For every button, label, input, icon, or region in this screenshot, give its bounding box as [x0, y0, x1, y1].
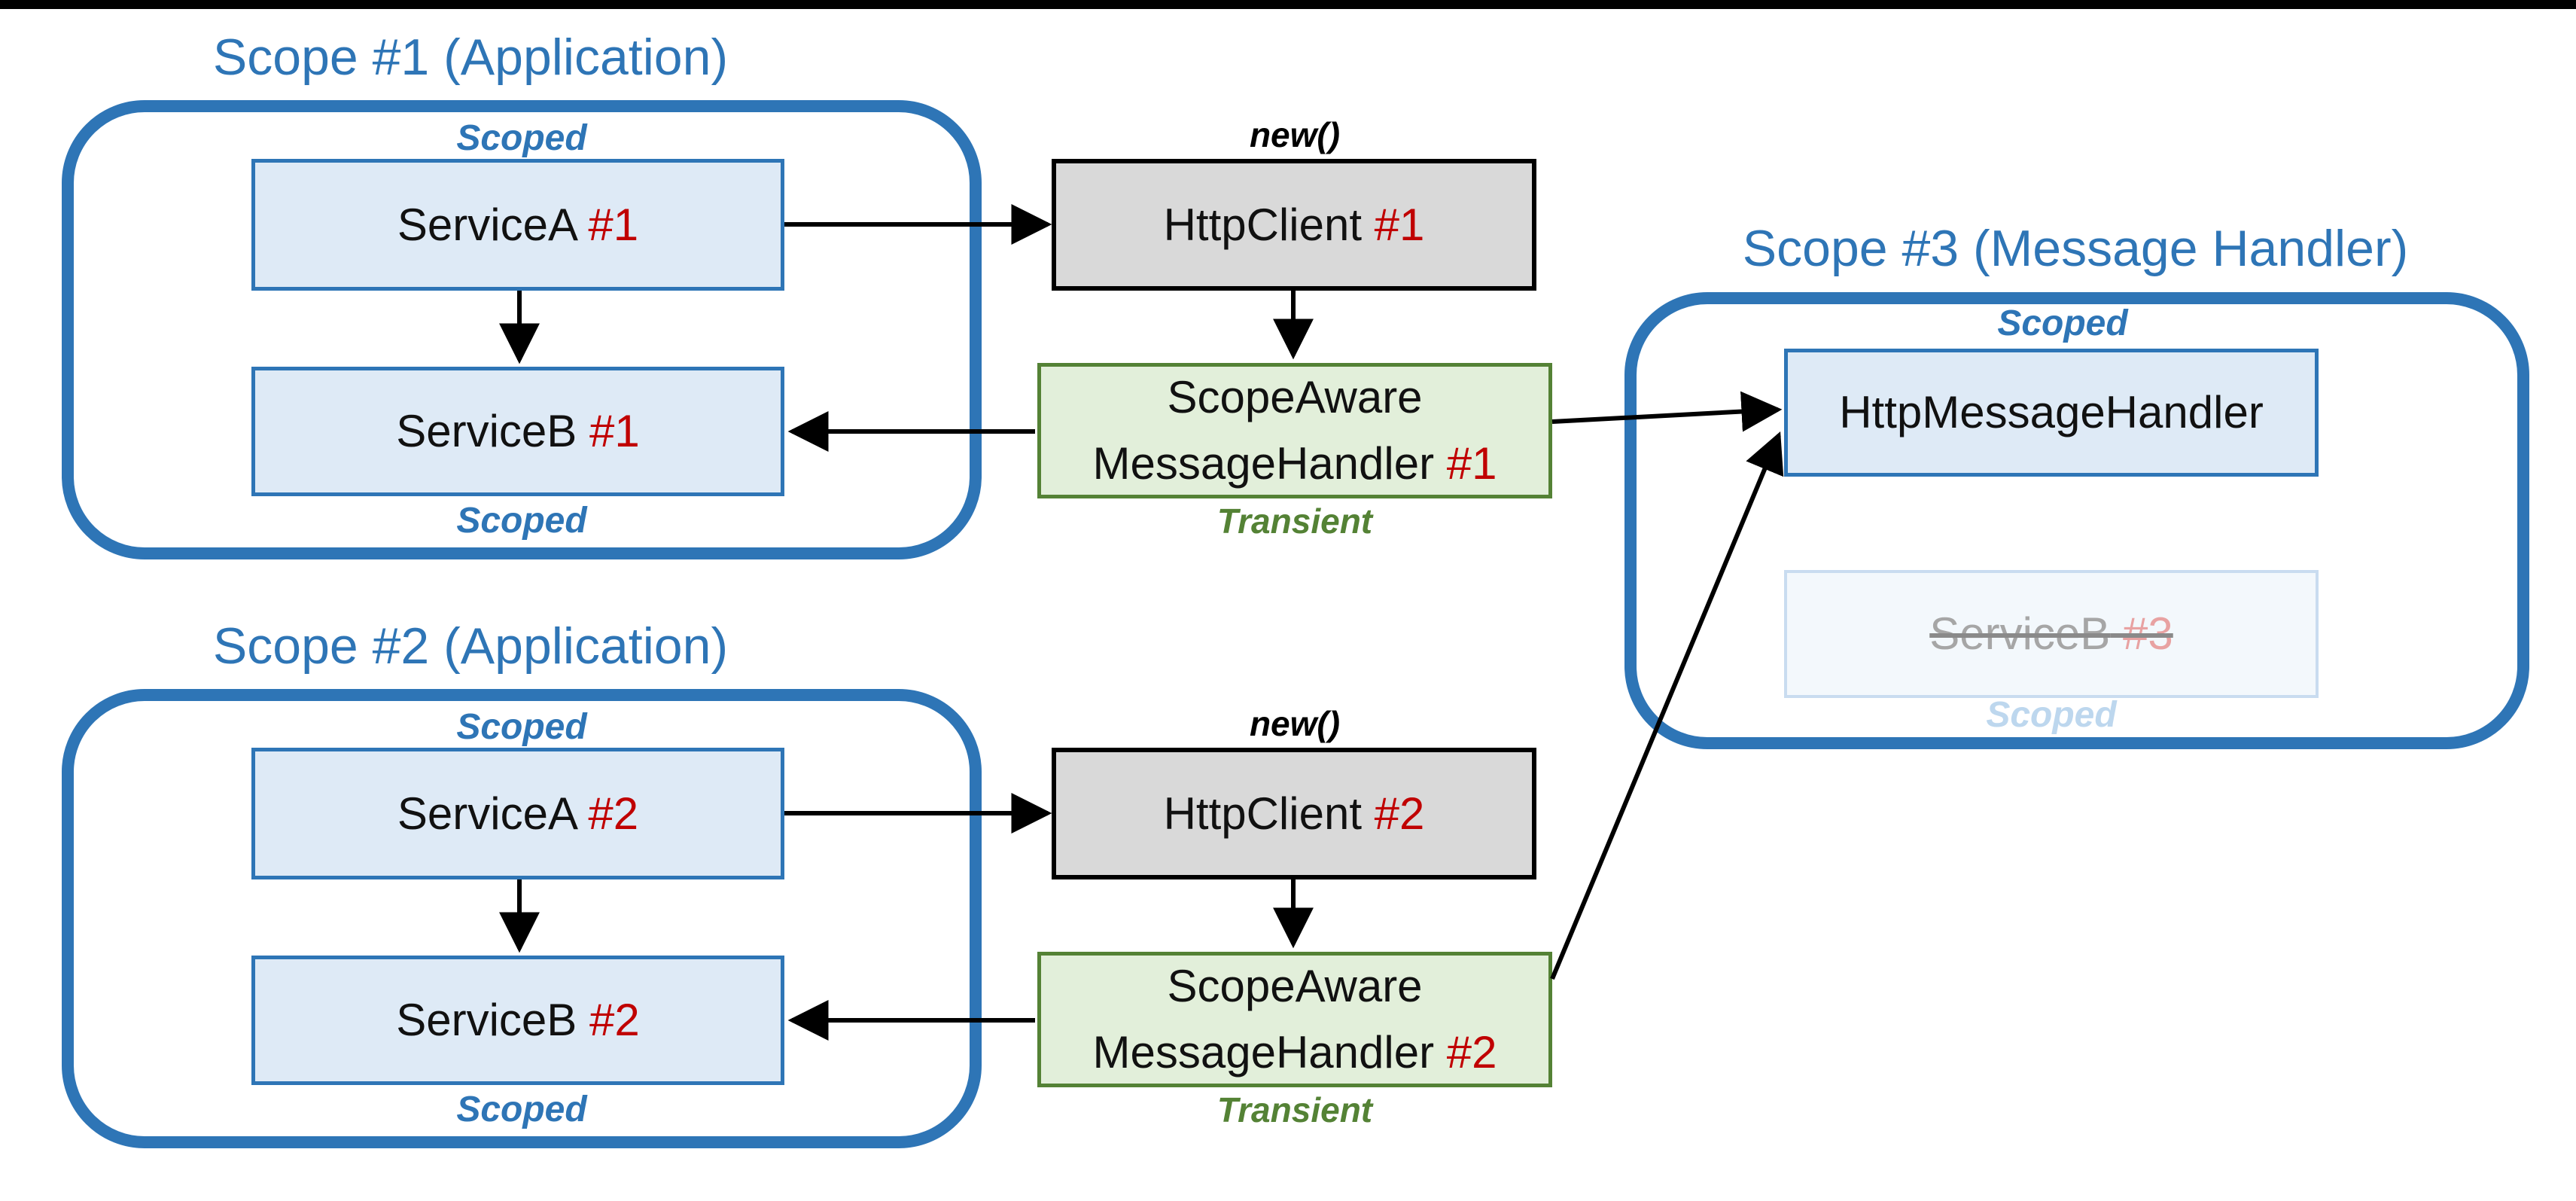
servicea2-label: ServiceA #2 — [397, 781, 638, 847]
httpclient1-box: HttpClient #1 — [1052, 159, 1536, 291]
servicea1-label: ServiceA #1 — [397, 192, 638, 258]
servicea2-badge: #2 — [588, 788, 639, 839]
handler1-line2: MessageHandler #1 — [1093, 431, 1497, 497]
scope1-scoped-top-label: Scoped — [456, 118, 587, 158]
scopeaware-handler1-box: ScopeAware MessageHandler #1 — [1037, 363, 1552, 498]
scope2-title: Scope #2 (Application) — [212, 617, 729, 675]
httpclient2-box: HttpClient #2 — [1052, 748, 1536, 879]
httpclient2-badge: #2 — [1374, 788, 1425, 839]
servicea2-box: ServiceA #2 — [251, 748, 784, 879]
handler1-name: MessageHandler — [1092, 438, 1435, 489]
servicea1-box: ServiceA #1 — [251, 159, 784, 291]
scope3-boundary — [1624, 292, 2529, 749]
scope3-title: Scope #3 (Message Handler) — [1742, 220, 2409, 277]
handler2-badge: #2 — [1446, 1027, 1497, 1078]
scope2-scoped-top-label: Scoped — [456, 707, 587, 747]
httpmessagehandler-box: HttpMessageHandler — [1784, 349, 2319, 477]
scope1-boundary — [62, 100, 982, 559]
serviceb1-box: ServiceB #1 — [251, 367, 784, 496]
scope3-scoped-top-label: Scoped — [1997, 303, 2128, 343]
scope1-scoped-bottom-label: Scoped — [456, 501, 587, 541]
handler2-line1: ScopeAware — [1167, 961, 1423, 1011]
top-black-bar — [0, 0, 2576, 9]
serviceb3-label: ServiceB #3 — [1929, 601, 2173, 667]
serviceb3-disposed-box: ServiceB #3 — [1784, 570, 2319, 698]
httpclient1-label: HttpClient #1 — [1164, 192, 1425, 258]
serviceb1-name: ServiceB — [396, 406, 577, 456]
transient1-annotation: Transient — [1216, 501, 1373, 541]
serviceb1-badge: #1 — [589, 406, 640, 456]
serviceb2-name: ServiceB — [396, 995, 577, 1045]
scope3-scoped-faded-label: Scoped — [1986, 695, 2117, 735]
transient2-annotation: Transient — [1216, 1090, 1373, 1129]
handler1-badge: #1 — [1446, 438, 1497, 489]
serviceb2-label: ServiceB #2 — [396, 987, 640, 1053]
handler2-name: MessageHandler — [1092, 1027, 1435, 1078]
handler2-line2: MessageHandler #2 — [1093, 1020, 1497, 1086]
httpclient1-badge: #1 — [1374, 199, 1425, 250]
serviceb2-badge: #2 — [589, 995, 640, 1045]
serviceb3-name: ServiceB — [1929, 608, 2111, 659]
scope1-title: Scope #1 (Application) — [212, 29, 729, 86]
servicea2-name: ServiceA — [397, 788, 576, 839]
httpclient1-name: HttpClient — [1163, 199, 1362, 250]
serviceb1-label: ServiceB #1 — [396, 398, 640, 465]
scope2-scoped-bottom-label: Scoped — [456, 1090, 587, 1129]
serviceb2-box: ServiceB #2 — [251, 956, 784, 1085]
serviceb3-badge: #3 — [2123, 608, 2173, 659]
new2-annotation: new() — [1249, 704, 1341, 743]
httpclient2-name: HttpClient — [1163, 788, 1362, 839]
httpclient2-label: HttpClient #2 — [1164, 781, 1425, 847]
servicea1-name: ServiceA — [397, 199, 576, 250]
httpmessagehandler-label: HttpMessageHandler — [1839, 387, 2264, 437]
scope2-boundary — [62, 689, 982, 1148]
scopeaware-handler2-box: ScopeAware MessageHandler #2 — [1037, 952, 1552, 1087]
handler1-line1: ScopeAware — [1167, 372, 1423, 422]
servicea1-badge: #1 — [588, 199, 639, 250]
new1-annotation: new() — [1249, 115, 1341, 154]
